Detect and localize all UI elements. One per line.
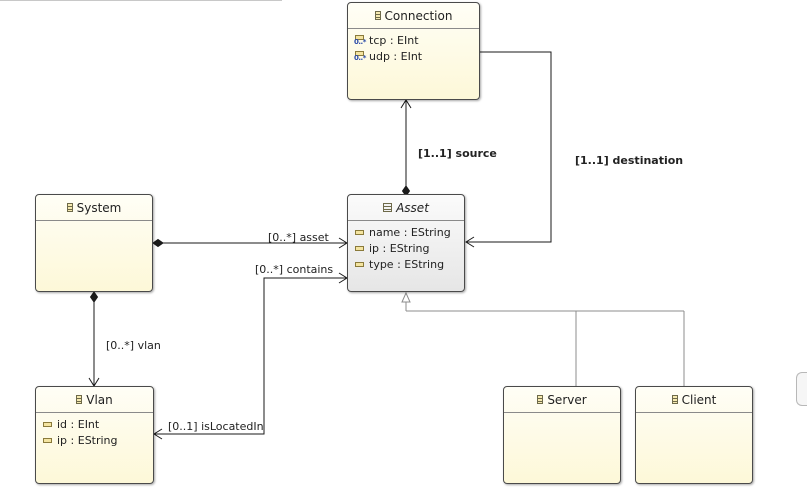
class-asset[interactable]: Asset name : EString ip : EString type :… (347, 194, 465, 292)
class-server-header: Server (504, 387, 620, 413)
eclass-icon (66, 203, 73, 212)
attribute-label: tcp : EInt (369, 33, 419, 47)
class-connection[interactable]: Connection 0..* tcp : EInt 0..* udp : EI… (347, 2, 480, 100)
class-client-header: Client (636, 387, 752, 413)
composition-diamond-source (401, 185, 411, 197)
palette-collapse-handle[interactable] (796, 372, 807, 406)
class-asset-header: Asset (348, 195, 464, 221)
edge-generalization[interactable] (401, 291, 685, 386)
attribute-label: udp : EInt (369, 49, 423, 63)
class-vlan[interactable]: Vlan id : EInt ip : EString (35, 386, 154, 484)
attribute-item[interactable]: id : EInt (36, 416, 153, 432)
label-contains[interactable]: [0..*] contains (255, 263, 334, 276)
eattribute-icon (43, 421, 52, 427)
class-connection-attributes: 0..* tcp : EInt 0..* udp : EInt (348, 29, 479, 64)
edge-source[interactable] (400, 99, 412, 197)
label-vlan[interactable]: [0..*] vlan (106, 339, 161, 352)
edge-contains-islocatedin[interactable] (153, 272, 348, 440)
class-server[interactable]: Server (503, 386, 621, 484)
eclass-icon (76, 395, 83, 404)
eattribute-icon (355, 229, 364, 235)
attribute-label: ip : EString (57, 433, 118, 447)
class-vlan-attributes: id : EInt ip : EString (36, 413, 153, 448)
class-server-name: Server (547, 392, 587, 407)
attribute-label: ip : EString (369, 241, 430, 255)
edge-vlan[interactable] (88, 291, 100, 387)
eclass-icon (537, 395, 544, 404)
attribute-item[interactable]: ip : EString (36, 432, 153, 448)
attribute-label: id : EInt (57, 417, 100, 431)
class-system-header: System (36, 195, 152, 221)
attribute-label: name : EString (369, 225, 451, 239)
attribute-item[interactable]: 0..* tcp : EInt (348, 32, 479, 48)
label-source[interactable]: [1..1] source (418, 147, 497, 160)
eattribute-icon (355, 261, 364, 267)
class-asset-name: Asset (396, 200, 429, 215)
label-islocatedin[interactable]: [0..1] isLocatedIn (168, 420, 264, 433)
window-top-divider (0, 0, 282, 1)
attribute-item[interactable]: type : EString (348, 256, 464, 272)
label-destination[interactable]: [1..1] destination (575, 154, 684, 167)
label-asset[interactable]: [0..*] asset (268, 231, 329, 244)
class-client[interactable]: Client (635, 386, 753, 484)
composition-diamond-asset (152, 238, 164, 248)
class-system-name: System (76, 200, 122, 215)
class-client-name: Client (681, 392, 717, 407)
eattribute-icon (355, 245, 364, 251)
eclass-icon (671, 395, 678, 404)
attribute-item[interactable]: name : EString (348, 224, 464, 240)
attribute-item[interactable]: ip : EString (348, 240, 464, 256)
class-asset-attributes: name : EString ip : EString type : EStri… (348, 221, 464, 272)
class-system[interactable]: System (35, 194, 153, 292)
attribute-label: type : EString (369, 257, 445, 271)
eclass-icon (374, 11, 381, 20)
eattribute-many-icon: 0..* (354, 50, 366, 62)
abstract-eclass-icon (383, 203, 393, 212)
eattribute-many-icon: 0..* (354, 34, 366, 46)
generalization-triangle (401, 291, 411, 303)
class-vlan-name: Vlan (86, 392, 113, 407)
class-connection-name: Connection (384, 8, 453, 23)
class-connection-header: Connection (348, 3, 479, 29)
composition-diamond-vlan (89, 291, 99, 303)
attribute-item[interactable]: 0..* udp : EInt (348, 48, 479, 64)
eattribute-icon (43, 437, 52, 443)
edge-destination[interactable] (465, 51, 552, 248)
class-vlan-header: Vlan (36, 387, 153, 413)
